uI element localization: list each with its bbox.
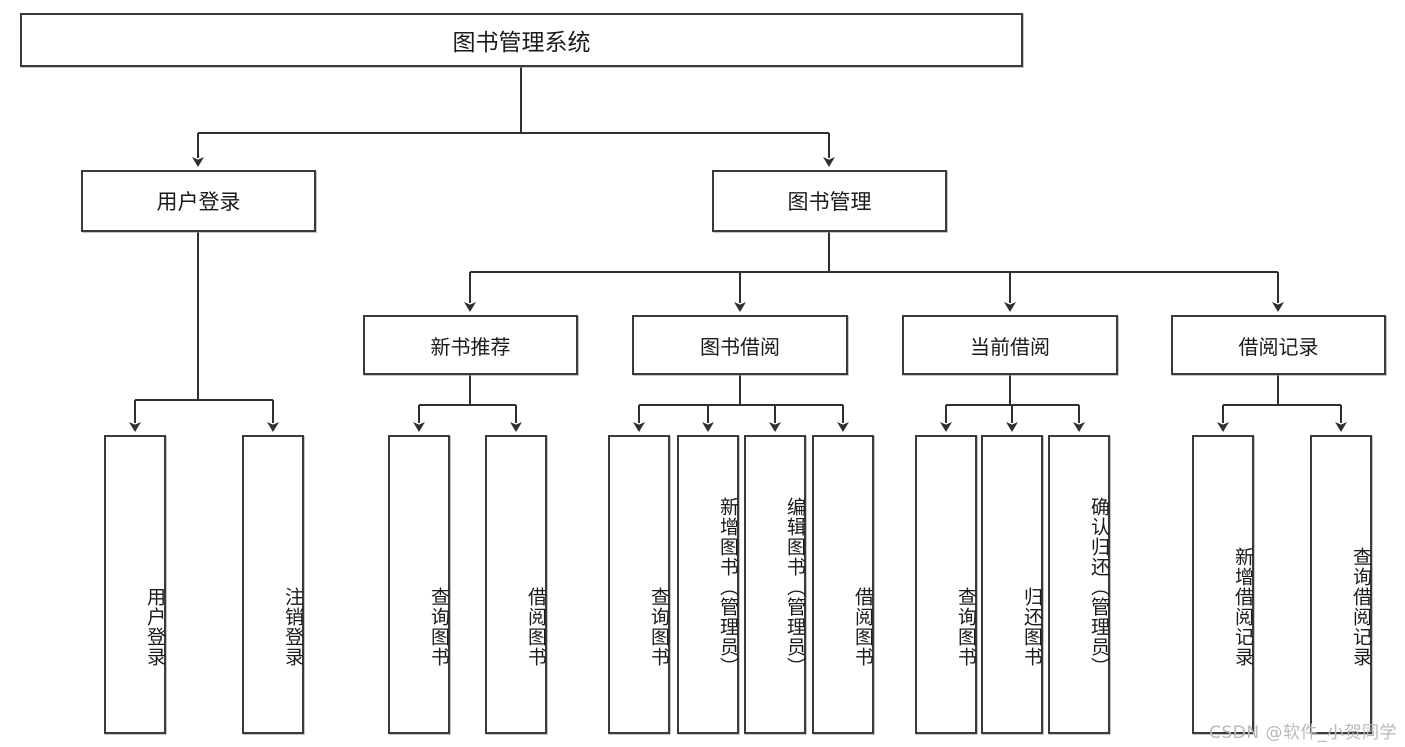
leaf-borrow-book-new[interactable]: 借阅图书 bbox=[485, 435, 547, 734]
leaf-borrow-book-new-label: 借阅图书 bbox=[525, 586, 547, 667]
leaf-query-borrow-record-label: 查询借阅记录 bbox=[1350, 546, 1372, 667]
leaf-borrow-book-label: 借阅图书 bbox=[852, 586, 874, 667]
leaf-user-login-label: 用户登录 bbox=[144, 586, 166, 667]
leaf-user-login[interactable]: 用户登录 bbox=[104, 435, 166, 734]
node-book-borrow-label: 图书借阅 bbox=[700, 334, 780, 359]
leaf-query-book-new-label: 查询图书 bbox=[428, 586, 450, 667]
node-book-management-label: 图书管理 bbox=[787, 190, 872, 214]
node-new-book-recommend[interactable]: 新书推荐 bbox=[363, 315, 578, 375]
leaf-add-book-admin[interactable]: 新增图书（管理员） bbox=[677, 435, 739, 734]
csdn-watermark: CSDN @软件_小贺同学 bbox=[1209, 723, 1397, 743]
leaf-query-borrow-record[interactable]: 查询借阅记录 bbox=[1310, 435, 1372, 734]
node-new-book-recommend-label: 新书推荐 bbox=[430, 334, 511, 359]
leaf-query-book-current[interactable]: 查询图书 bbox=[915, 435, 977, 734]
leaf-edit-book-admin-label: 编辑图书（管理员） bbox=[784, 496, 806, 677]
node-current-borrow[interactable]: 当前借阅 bbox=[902, 315, 1118, 375]
node-user-login[interactable]: 用户登录 bbox=[81, 170, 316, 232]
leaf-return-book-label: 归还图书 bbox=[1021, 586, 1043, 667]
node-borrow-record[interactable]: 借阅记录 bbox=[1171, 315, 1386, 375]
leaf-edit-book-admin[interactable]: 编辑图书（管理员） bbox=[744, 435, 806, 734]
leaf-return-book[interactable]: 归还图书 bbox=[981, 435, 1043, 734]
node-root[interactable]: 图书管理系统 bbox=[20, 13, 1023, 67]
leaf-query-book-new[interactable]: 查询图书 bbox=[388, 435, 450, 734]
node-book-borrow[interactable]: 图书借阅 bbox=[632, 315, 848, 375]
leaf-confirm-return-admin[interactable]: 确认归还（管理员） bbox=[1048, 435, 1110, 734]
leaf-logout-label: 注销登录 bbox=[282, 586, 304, 667]
leaf-add-borrow-record[interactable]: 新增借阅记录 bbox=[1192, 435, 1254, 734]
node-borrow-record-label: 借阅记录 bbox=[1238, 334, 1319, 359]
leaf-add-borrow-record-label: 新增借阅记录 bbox=[1232, 546, 1254, 667]
leaf-logout[interactable]: 注销登录 bbox=[242, 435, 304, 734]
node-user-login-label: 用户登录 bbox=[156, 190, 241, 214]
leaf-query-book-borrow-label: 查询图书 bbox=[648, 586, 670, 667]
leaf-borrow-book[interactable]: 借阅图书 bbox=[812, 435, 874, 734]
node-book-management[interactable]: 图书管理 bbox=[712, 170, 947, 232]
leaf-query-book-current-label: 查询图书 bbox=[955, 586, 977, 667]
leaf-confirm-return-admin-label: 确认归还（管理员） bbox=[1088, 496, 1110, 677]
node-current-borrow-label: 当前借阅 bbox=[970, 334, 1050, 359]
node-root-label: 图书管理系统 bbox=[452, 30, 591, 56]
leaf-add-book-admin-label: 新增图书（管理员） bbox=[717, 496, 739, 677]
leaf-query-book-borrow[interactable]: 查询图书 bbox=[608, 435, 670, 734]
